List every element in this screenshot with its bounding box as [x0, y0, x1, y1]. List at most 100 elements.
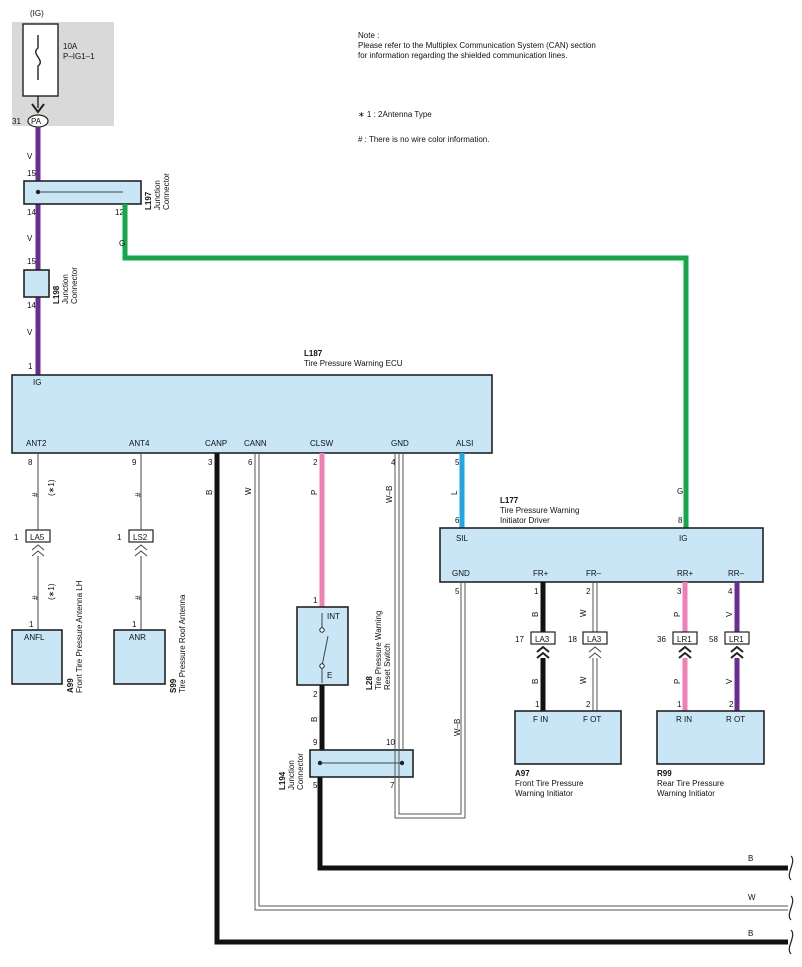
- l187-ecu: [11, 374, 493, 454]
- a99-term: ANFL: [24, 633, 45, 642]
- l177-code: L177: [500, 496, 519, 505]
- pa-label: PA: [31, 117, 42, 126]
- break-mark-1: [788, 855, 794, 881]
- wire-label-l28: B: [310, 717, 319, 722]
- pin-alsi: 5: [455, 458, 460, 467]
- ig-label: (IG): [30, 9, 44, 18]
- l177-pin-rrp: 3: [677, 587, 682, 596]
- wire-label-gnd: W–B: [385, 486, 394, 503]
- ant2-hash2: #: [31, 595, 40, 600]
- lr1a-connector: [672, 631, 698, 645]
- wire-label-canp: B: [205, 490, 214, 495]
- l28-contact-bottom: [319, 663, 325, 669]
- term-canp: CANP: [205, 439, 227, 448]
- fuse-symbol: [35, 35, 41, 80]
- la3a-connector: [530, 631, 556, 645]
- r99-rot: R OT: [726, 715, 745, 724]
- a97-name1: Front Tire Pressure: [515, 779, 584, 788]
- la3b-connector: [582, 631, 608, 645]
- s99-name: Tire Pressure Roof Antenna: [178, 594, 187, 693]
- ls2-pin: 1: [117, 533, 122, 542]
- l194-node-right: [399, 760, 405, 766]
- r99-name1: Rear Tire Pressure: [657, 779, 725, 788]
- break-mark-3: [788, 929, 794, 955]
- l194-code: L194: [278, 771, 287, 790]
- wire-label-rrm: V: [725, 611, 734, 617]
- l194-pin7: 7: [390, 781, 395, 790]
- l197-name2: Connector: [162, 173, 171, 210]
- l177-pin-frp: 1: [534, 587, 539, 596]
- la3b-arrow-icon: [588, 646, 602, 659]
- l197-pin12: 12: [115, 208, 124, 217]
- pin-ant2: 8: [28, 458, 33, 467]
- r99-rin: R IN: [676, 715, 692, 724]
- l177-pin-rrm: 4: [728, 587, 733, 596]
- wire-label-v2: V: [27, 234, 33, 243]
- lr1b-connector: [724, 631, 750, 645]
- wire-label-cann: W: [244, 487, 253, 495]
- note-title: Note :: [358, 31, 379, 40]
- a97-name2: Warning Initiator: [515, 789, 573, 798]
- l194-pin9: 9: [313, 738, 318, 747]
- a97-code: A97: [515, 769, 530, 778]
- wire-g: [122, 204, 689, 528]
- l177-pin6: 6: [455, 516, 460, 525]
- term-cann: CANN: [244, 439, 267, 448]
- ant2-star: (∗1): [47, 479, 56, 496]
- l177-term-frp: FR+: [533, 569, 549, 578]
- la3a-label: LA3: [535, 635, 550, 644]
- term-clsw: CLSW: [310, 439, 334, 448]
- pa-pin: 31: [12, 117, 21, 126]
- l197-name1: Junction: [153, 180, 162, 210]
- la5-arrow-icon: [31, 544, 45, 557]
- s99-term: ANR: [129, 633, 146, 642]
- l177-ig: IG: [679, 534, 687, 543]
- wire-label-rrp2: P: [673, 679, 682, 684]
- l28-pin2: 2: [313, 690, 318, 699]
- ls2-connector: [128, 529, 154, 543]
- la3a-arrow-icon: [536, 645, 550, 659]
- bus-label-w: W: [748, 893, 756, 902]
- l198-pin15: 15: [27, 257, 36, 266]
- pin-cann: 6: [248, 458, 253, 467]
- wire-label-rrm2: V: [725, 678, 734, 684]
- la5-connector: [25, 529, 51, 543]
- bus-label-b2: B: [748, 929, 753, 938]
- wire-label-clsw: P: [310, 490, 319, 495]
- l197-node: [35, 189, 41, 195]
- l28-e: E: [327, 671, 332, 680]
- l187-name: Tire Pressure Warning ECU: [304, 359, 403, 368]
- l198-connector: [23, 269, 50, 298]
- note-star: ∗ 1 : 2Antenna Type: [358, 110, 432, 119]
- ls2-pin-below: 1: [132, 620, 137, 629]
- note-line-2: for information regarding the shielded c…: [358, 51, 567, 60]
- term-ant2: ANT2: [26, 439, 47, 448]
- wire-label-gnd2: W–B: [453, 719, 462, 736]
- l198-name1: Junction: [61, 274, 70, 304]
- bus-label-b1: B: [748, 854, 753, 863]
- la5-pin: 1: [14, 533, 19, 542]
- fuse-arrow-icon: [31, 103, 45, 114]
- wire-label-g2: G: [677, 487, 683, 496]
- r99-code: R99: [657, 769, 672, 778]
- l28-int: INT: [327, 612, 340, 621]
- wire-cann-a: [254, 453, 788, 911]
- l28-name1: Tire Pressure Warning: [374, 611, 383, 690]
- l197-code: L197: [144, 191, 153, 210]
- ls2-label: LS2: [133, 533, 148, 542]
- note-hash: # : There is no wire color information.: [358, 135, 489, 144]
- l28-name2: Reset Switch: [383, 643, 392, 690]
- wire-l194-ground: [317, 777, 788, 871]
- wire-label-frm: W: [579, 609, 588, 617]
- r99-name2: Warning Initiator: [657, 789, 715, 798]
- l28-pin1: 1: [313, 596, 318, 605]
- a99-antenna: [11, 629, 63, 685]
- lr1b-label: LR1: [729, 635, 744, 644]
- wire-label-frp2: B: [531, 679, 540, 684]
- l177-name2: Initiator Driver: [500, 516, 550, 525]
- wire-label-alsi: L: [450, 490, 459, 495]
- a97-initiator: [514, 710, 622, 765]
- l187-code: L187: [304, 349, 323, 358]
- l197-pin14: 14: [27, 208, 36, 217]
